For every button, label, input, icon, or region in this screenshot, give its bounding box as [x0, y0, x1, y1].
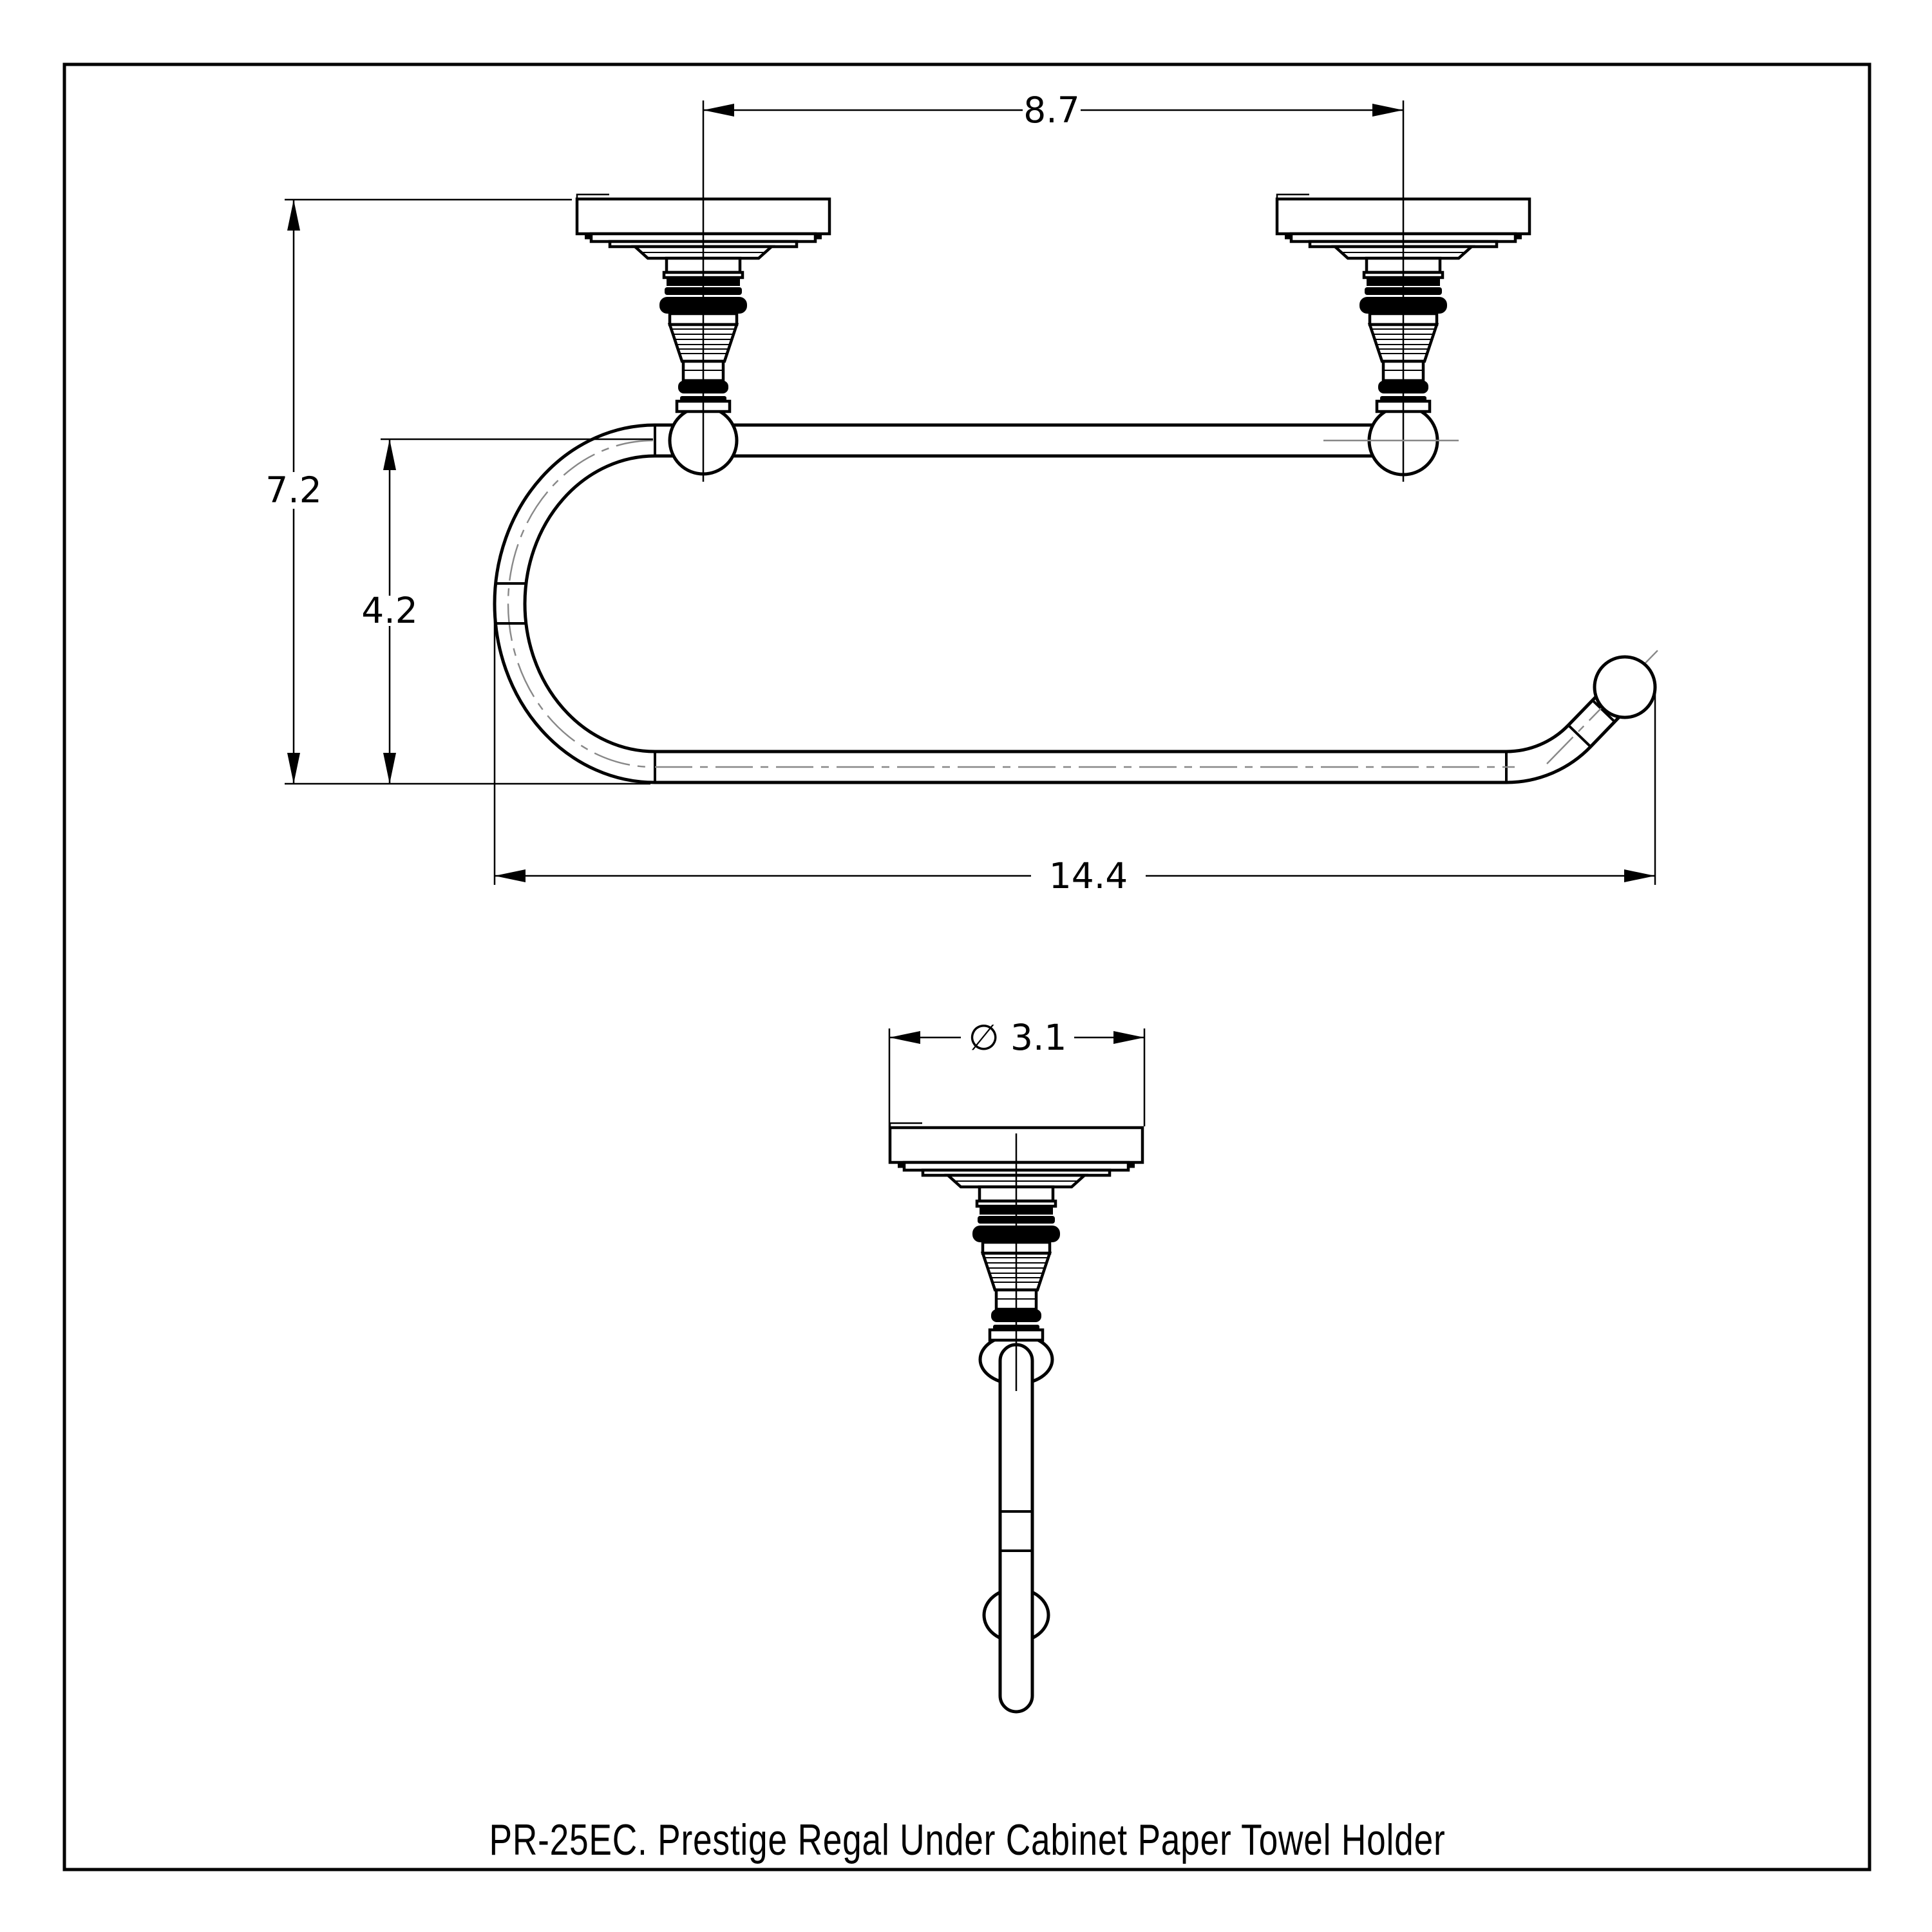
drawing-border [62, 62, 1871, 1871]
arrowhead-left [703, 104, 734, 117]
dim-label-mount-spacing: 8.7 [1023, 90, 1079, 131]
arrowhead-left [889, 1031, 920, 1044]
end-hook [1506, 650, 1658, 784]
dim-label-overall-height: 7.2 [265, 469, 321, 511]
front-elevation-view [493, 194, 1658, 784]
arrowhead-right [1113, 1031, 1144, 1044]
dim-hang-depth: 4.2 [361, 438, 653, 784]
dim-backplate-diameter: ∅ 3.1 [888, 1017, 1146, 1126]
dim-label-overall-length: 14.4 [1049, 855, 1128, 896]
arrowhead-right [1372, 104, 1403, 117]
dim-overall-length: 14.4 [493, 618, 1656, 896]
arrowhead-left [495, 869, 526, 882]
arrowhead-up [383, 439, 396, 470]
dimension-annotations: 8.7 7.2 4.2 14. [265, 90, 1656, 1391]
dim-label-backplate-diameter: ∅ 3.1 [969, 1017, 1067, 1058]
arrowhead-down [287, 753, 300, 784]
arrowhead-down [383, 753, 396, 784]
side-rail-loop [998, 1343, 1034, 1714]
drawing-caption: PR-25EC. Prestige Regal Under Cabinet Pa… [489, 1815, 1446, 1864]
rail-u-bend [493, 423, 656, 784]
side-profile-view [890, 1123, 1142, 1714]
dim-mount-spacing: 8.7 [703, 90, 1403, 131]
dim-overall-height: 7.2 [265, 198, 650, 785]
arrowhead-up [287, 200, 300, 231]
dim-label-hang-depth: 4.2 [361, 590, 417, 631]
u-bend-centerline [507, 439, 654, 768]
arrowhead-right [1624, 869, 1655, 882]
hook-end-ball [1593, 655, 1657, 719]
bottom-rail [654, 750, 1515, 784]
top-rail [654, 423, 1388, 458]
